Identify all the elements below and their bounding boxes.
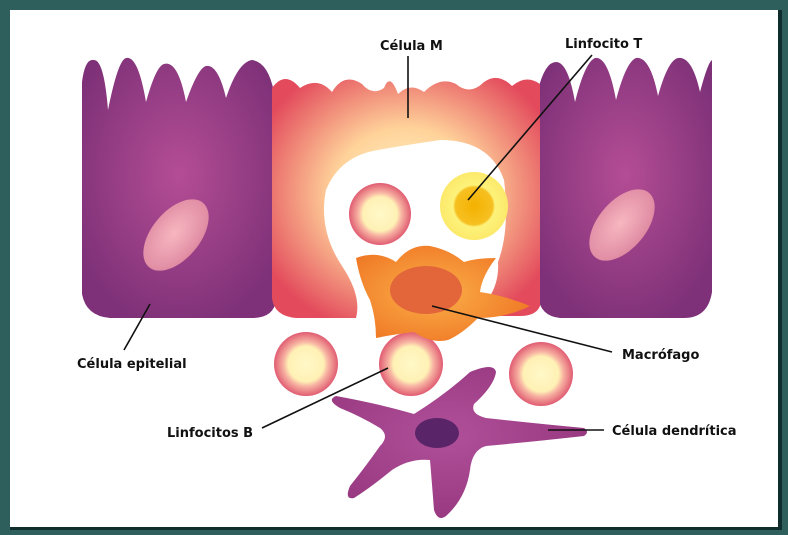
label-macrophage: Macrófago — [622, 348, 699, 363]
b-lymphocyte — [379, 332, 443, 396]
label-dendritic-cell: Célula dendrítica — [612, 424, 737, 439]
label-epithelial-cell: Célula epitelial — [77, 357, 187, 372]
diagram-frame: Célula M Linfocito T Célula epitelial Ma… — [10, 10, 782, 530]
b-lymphocyte — [509, 342, 573, 406]
macrophage-nucleus — [390, 266, 462, 314]
b-lymphocyte — [349, 183, 411, 245]
epithelial-cell-right — [538, 58, 712, 318]
dendritic-nucleus — [415, 418, 459, 448]
label-m-cell: Célula M — [380, 39, 443, 54]
t-lymphocyte — [440, 172, 508, 240]
label-t-lymphocyte: Linfocito T — [565, 37, 642, 52]
epithelial-cell-left — [82, 58, 276, 318]
label-b-lymphocytes: Linfocitos B — [167, 426, 253, 441]
b-lymphocyte — [274, 332, 338, 396]
